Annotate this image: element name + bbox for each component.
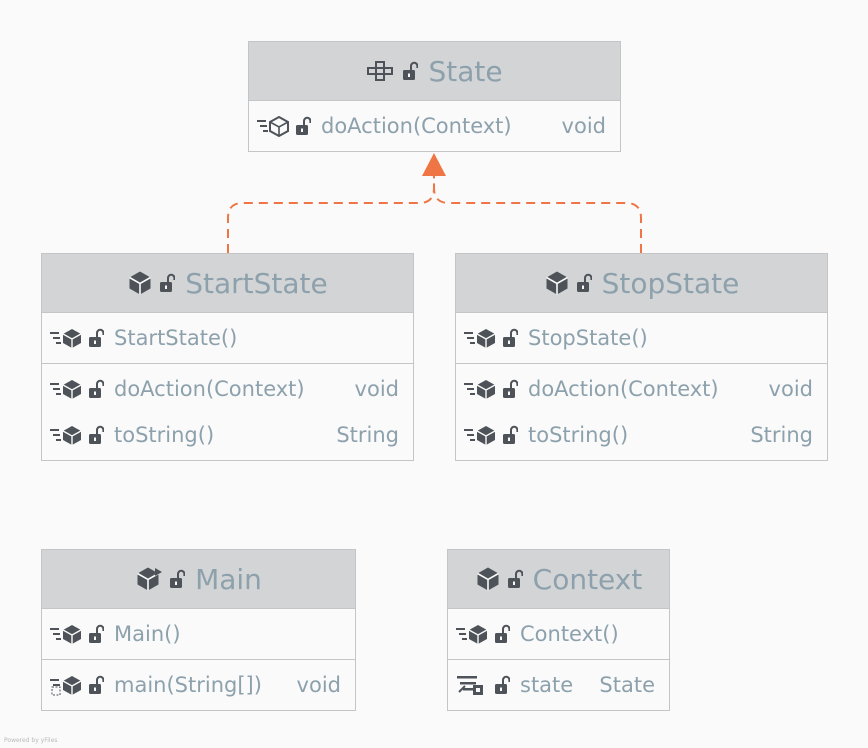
unlocked-icon	[494, 624, 510, 644]
edge-startstate-to-state	[227, 172, 435, 253]
class-header: StartState	[42, 254, 413, 313]
class-name: State	[428, 54, 503, 88]
member-name: main(String[])	[114, 673, 262, 697]
static-method-icon	[50, 674, 84, 696]
method-icon	[456, 623, 490, 645]
class-header: Context	[448, 550, 669, 609]
class-header: StopState	[456, 254, 827, 313]
member-row[interactable]: Main()	[42, 611, 355, 657]
member-name: StopState()	[528, 326, 648, 350]
unlocked-icon	[88, 425, 104, 445]
members-section: doAction(Context) void	[249, 101, 620, 151]
member-name: Context()	[520, 622, 619, 646]
method-icon	[464, 378, 498, 400]
unlocked-icon	[502, 379, 518, 399]
member-row[interactable]: StartState()	[42, 315, 413, 361]
member-name: doAction(Context)	[114, 377, 305, 401]
class-header-icons	[544, 270, 592, 296]
member-type: String	[750, 423, 813, 447]
member-name: state	[520, 673, 574, 697]
unlocked-icon	[494, 675, 510, 695]
class-name: StartState	[185, 266, 328, 300]
member-name: Main()	[114, 622, 181, 646]
member-row[interactable]: toString() String	[456, 412, 827, 458]
main-class-icon	[135, 566, 163, 592]
member-name: doAction(Context)	[321, 114, 512, 138]
members-section: doAction(Context) void toString() String	[42, 364, 413, 460]
member-type: void	[561, 114, 606, 138]
member-type: void	[354, 377, 399, 401]
method-icon	[464, 424, 498, 446]
class-icon	[475, 566, 501, 592]
members-section: state State	[448, 660, 669, 710]
unlocked-icon	[88, 379, 104, 399]
member-row[interactable]: state State	[448, 662, 669, 708]
class-header: State	[249, 42, 620, 101]
class-header-icons	[127, 270, 176, 296]
member-name: toString()	[528, 423, 629, 447]
members-section: StopState()	[456, 313, 827, 364]
members-section: Main()	[42, 609, 355, 660]
unlocked-icon	[502, 328, 518, 348]
realization-arrowhead	[422, 153, 446, 176]
unlocked-icon	[502, 425, 518, 445]
member-row[interactable]: Context()	[448, 611, 669, 657]
unlocked-icon	[88, 624, 104, 644]
member-name: doAction(Context)	[528, 377, 719, 401]
unlocked-icon	[88, 328, 104, 348]
class-header: Main	[42, 550, 355, 609]
method-icon	[50, 623, 84, 645]
abstract-method-icon	[257, 115, 291, 137]
interface-icon	[366, 60, 396, 82]
method-icon	[464, 327, 498, 349]
class-icon	[127, 270, 153, 296]
unlocked-icon	[169, 569, 186, 589]
member-row[interactable]: StopState()	[456, 315, 827, 361]
class-icon	[544, 270, 570, 296]
member-type: State	[599, 673, 655, 697]
class-name: StopState	[601, 266, 740, 300]
members-section: doAction(Context) void toString() String	[456, 364, 827, 460]
class-box-state[interactable]: State doAction(Context) void	[248, 41, 621, 152]
member-type: String	[336, 423, 399, 447]
class-header-icons	[366, 60, 419, 82]
members-section: StartState()	[42, 313, 413, 364]
class-name: Context	[532, 562, 643, 596]
members-section: main(String[]) void	[42, 660, 355, 710]
member-name: StartState()	[114, 326, 238, 350]
edge-stopstate-to-state	[433, 172, 642, 253]
powered-by-credit: Powered by yFiles	[4, 737, 58, 744]
member-row[interactable]: doAction(Context) void	[249, 103, 620, 149]
method-icon	[50, 424, 84, 446]
unlocked-icon	[295, 116, 311, 136]
member-type: void	[296, 673, 341, 697]
member-type: void	[768, 377, 813, 401]
members-section: Context()	[448, 609, 669, 660]
field-icon	[456, 674, 490, 696]
member-row[interactable]: main(String[]) void	[42, 662, 355, 708]
member-row[interactable]: toString() String	[42, 412, 413, 458]
unlocked-icon	[402, 61, 419, 81]
unlocked-icon	[159, 273, 176, 293]
unlocked-icon	[576, 273, 592, 293]
unlocked-icon	[88, 675, 104, 695]
method-icon	[50, 327, 84, 349]
method-icon	[50, 378, 84, 400]
member-name: toString()	[114, 423, 215, 447]
class-header-icons	[475, 566, 523, 592]
class-name: Main	[195, 562, 262, 596]
member-row[interactable]: doAction(Context) void	[456, 366, 827, 412]
class-header-icons	[135, 566, 186, 592]
member-row[interactable]: doAction(Context) void	[42, 366, 413, 412]
unlocked-icon	[507, 569, 523, 589]
